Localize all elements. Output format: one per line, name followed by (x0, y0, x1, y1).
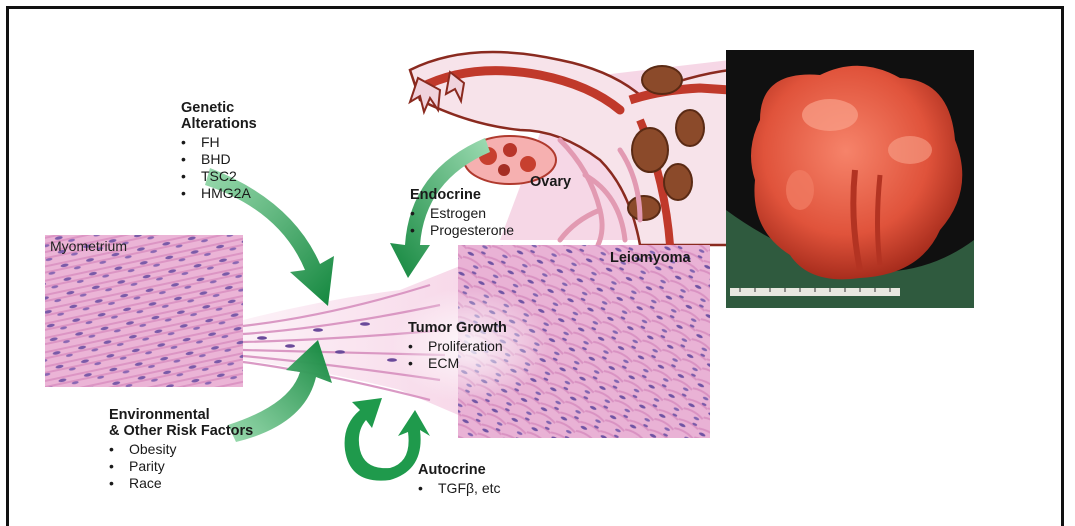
endocrine-title: Endocrine (410, 187, 514, 203)
specimen-photo (726, 50, 974, 308)
myometrium-panel (45, 235, 243, 387)
myometrium-label: Myometrium (50, 238, 127, 254)
tumor-item: ECM (408, 355, 507, 372)
environmental-block: Environmental & Other Risk Factors Obesi… (109, 407, 253, 492)
genetic-item: TSC2 (181, 168, 257, 185)
tumor-growth-block: Tumor Growth Proliferation ECM (408, 320, 507, 372)
autocrine-list: TGFβ, etc (418, 480, 501, 497)
tumor-list: Proliferation ECM (408, 338, 507, 372)
environmental-title-1: Environmental (109, 407, 253, 423)
environmental-title-2: & Other Risk Factors (109, 423, 253, 439)
environmental-item: Parity (109, 458, 253, 475)
genetic-list: FH BHD TSC2 HMG2A (181, 134, 257, 202)
ovary-label: Ovary (530, 174, 571, 190)
environmental-list: Obesity Parity Race (109, 441, 253, 492)
autocrine-block: Autocrine TGFβ, etc (418, 462, 501, 497)
genetic-item: BHD (181, 151, 257, 168)
genetic-title-1: Genetic (181, 100, 257, 116)
leiomyoma-label: Leiomyoma (610, 250, 691, 266)
environmental-item: Obesity (109, 441, 253, 458)
tumor-item: Proliferation (408, 338, 507, 355)
tumor-title: Tumor Growth (408, 320, 507, 336)
endocrine-item: Progesterone (410, 222, 514, 239)
genetic-item: FH (181, 134, 257, 151)
genetic-item: HMG2A (181, 185, 257, 202)
autocrine-item: TGFβ, etc (418, 480, 501, 497)
environmental-item: Race (109, 475, 253, 492)
endocrine-block: Endocrine Estrogen Progesterone (410, 187, 514, 239)
autocrine-title: Autocrine (418, 462, 501, 478)
endocrine-list: Estrogen Progesterone (410, 205, 514, 239)
endocrine-item: Estrogen (410, 205, 514, 222)
genetic-title-2: Alterations (181, 116, 257, 132)
genetic-alterations-block: Genetic Alterations FH BHD TSC2 HMG2A (181, 100, 257, 202)
